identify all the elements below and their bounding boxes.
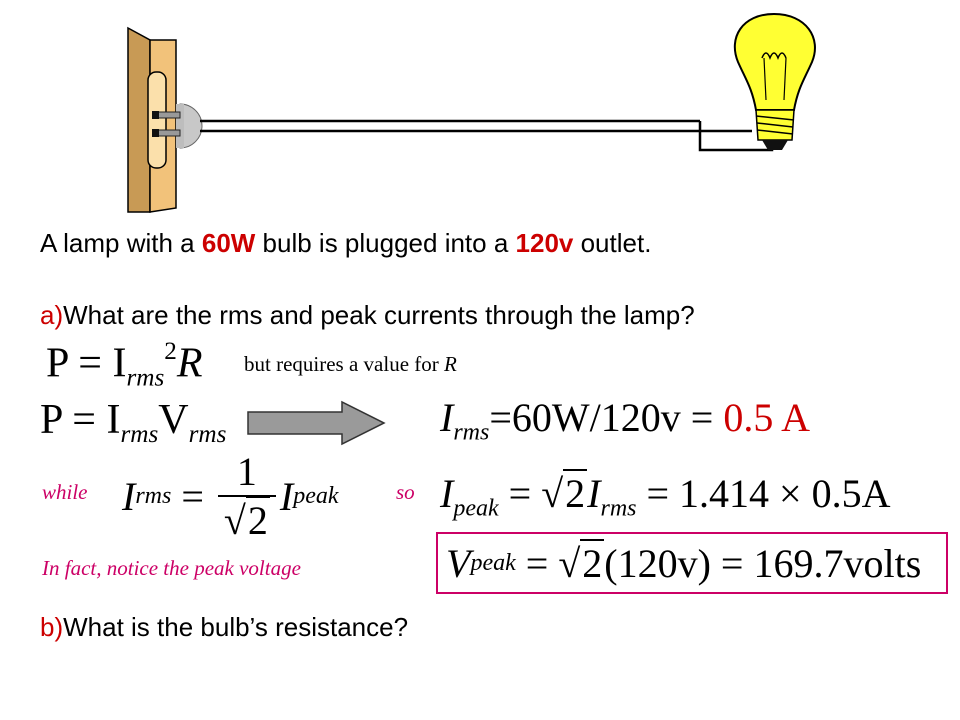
eq4-sub: peak: [453, 495, 499, 522]
note-var: R: [444, 352, 457, 376]
note-requires-r: but requires a value for R: [244, 352, 457, 377]
intro-post: outlet.: [573, 228, 652, 258]
eq4-lhs: I: [440, 471, 454, 516]
rms-current-result: Irms=60W/120v = 0.5 A: [440, 394, 810, 446]
eq2-mid: V: [158, 397, 189, 443]
result-value: 0.5 A: [723, 395, 811, 440]
eq3-rhs-sub: peak: [293, 482, 339, 509]
eq1-lhs: P = I: [46, 340, 127, 387]
eq3-sub: rms: [135, 482, 172, 509]
peak-voltage-note: In fact, notice the peak voltage: [42, 556, 301, 580]
result-sub: rms: [453, 419, 490, 446]
eq4-rhs: = 1.414 × 0.5A: [636, 471, 891, 516]
result-var: I: [440, 395, 454, 440]
result-expr: =60W/120v =: [489, 395, 724, 440]
intro-mid: bulb is plugged into a: [255, 228, 516, 258]
question-b: b)What is the bulb’s resistance?: [40, 612, 408, 643]
outlet-plate-icon: [127, 26, 177, 213]
eq5-mid: 2: [580, 538, 605, 586]
eq3-num: 1: [236, 449, 257, 494]
power-value: 60W: [201, 228, 256, 258]
question-b-marker: b): [40, 612, 64, 642]
eq2-sub2: rms: [188, 420, 227, 448]
eq5-lhs: V: [446, 540, 471, 586]
power-formula-resistance: P = Irms2R: [46, 338, 203, 392]
peak-current-formula: Ipeak = √2Irms = 1.414 × 0.5A: [440, 469, 891, 522]
eq5-eq: =: [515, 540, 559, 586]
eq4-mid: 2: [563, 469, 588, 516]
while-label: while: [42, 480, 88, 504]
eq4-var-sub: rms: [600, 495, 637, 522]
question-a-marker: a): [40, 300, 64, 330]
lamp-illustration: [127, 12, 816, 213]
eq3-eq: =: [171, 473, 214, 519]
eq5-arg: (120v): [604, 540, 711, 586]
question-a-text: What are the rms and peak currents throu…: [63, 300, 695, 330]
lamp-cord: [200, 119, 774, 152]
eq3-den: √2: [217, 495, 276, 544]
eq3-fraction: 1 √2: [217, 448, 276, 544]
eq1-sub: rms: [126, 364, 165, 392]
power-formula-voltage: P = IrmsVrms: [40, 396, 226, 449]
eq5-rhs: = 169.7volts: [710, 540, 922, 586]
so-label: so: [396, 480, 415, 504]
eq3-den-value: 2: [245, 496, 270, 543]
light-bulb-icon: [733, 12, 816, 150]
voltage-value: 120v: [515, 228, 574, 258]
question-a: a)What are the rms and peak currents thr…: [40, 300, 695, 331]
note-text: but requires a value for: [244, 352, 445, 376]
eq3-lhs: I: [122, 473, 136, 519]
intro-sentence: A lamp with a 60W bulb is plugged into a…: [40, 228, 651, 259]
eq2-lhs: P = I: [40, 397, 121, 443]
question-b-text: What is the bulb’s resistance?: [63, 612, 409, 642]
eq1-rhs: R: [176, 340, 203, 387]
eq1-sup: 2: [164, 338, 177, 365]
eq2-sub1: rms: [120, 420, 159, 448]
plug-icon: [152, 103, 203, 149]
eq3-rhs: I: [279, 473, 294, 519]
eq4-var: I: [587, 471, 601, 516]
arrow-right-icon: [247, 400, 386, 446]
eq5-sub: peak: [470, 549, 516, 576]
eq4-eq: =: [498, 471, 542, 516]
intro-pre: A lamp with a: [40, 228, 202, 258]
